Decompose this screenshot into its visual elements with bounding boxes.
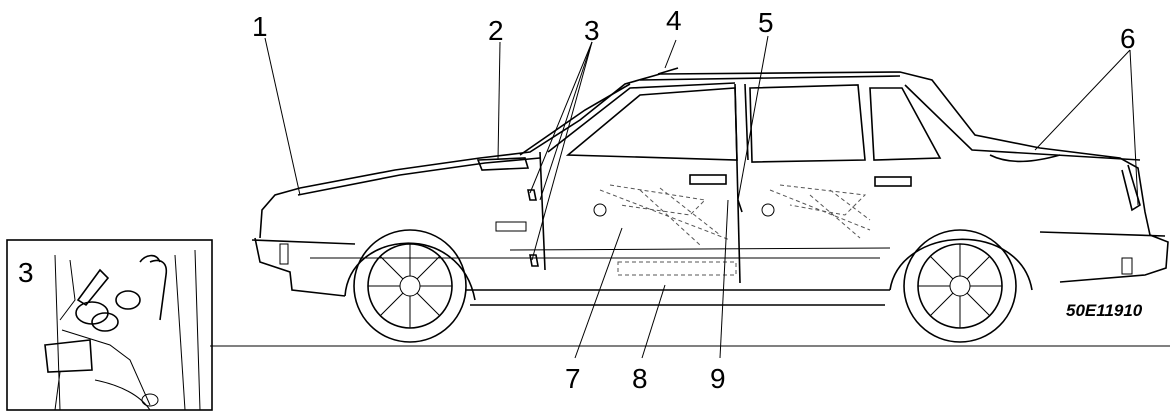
callout-4: 4 — [666, 5, 682, 36]
callout-5: 5 — [758, 7, 774, 38]
callout-3: 3 — [584, 15, 600, 46]
callout-6: 6 — [1120, 23, 1136, 54]
leader-lines — [264, 35, 1139, 359]
reference-code: 50E11910 — [1066, 301, 1143, 320]
callout-8: 8 — [632, 363, 648, 394]
callout-2: 2 — [488, 15, 504, 46]
inset-label: 3 — [18, 257, 34, 288]
callout-1: 1 — [252, 11, 268, 42]
car-silhouette — [251, 67, 1169, 306]
front-wheel — [344, 229, 476, 343]
inset-detail-3: 3 — [6, 239, 213, 411]
callout-7: 7 — [565, 363, 581, 394]
callout-labels: 1 2 3 4 5 6 7 8 9 — [252, 5, 1136, 394]
rear-wheel — [889, 229, 1033, 343]
callout-9: 9 — [710, 363, 726, 394]
